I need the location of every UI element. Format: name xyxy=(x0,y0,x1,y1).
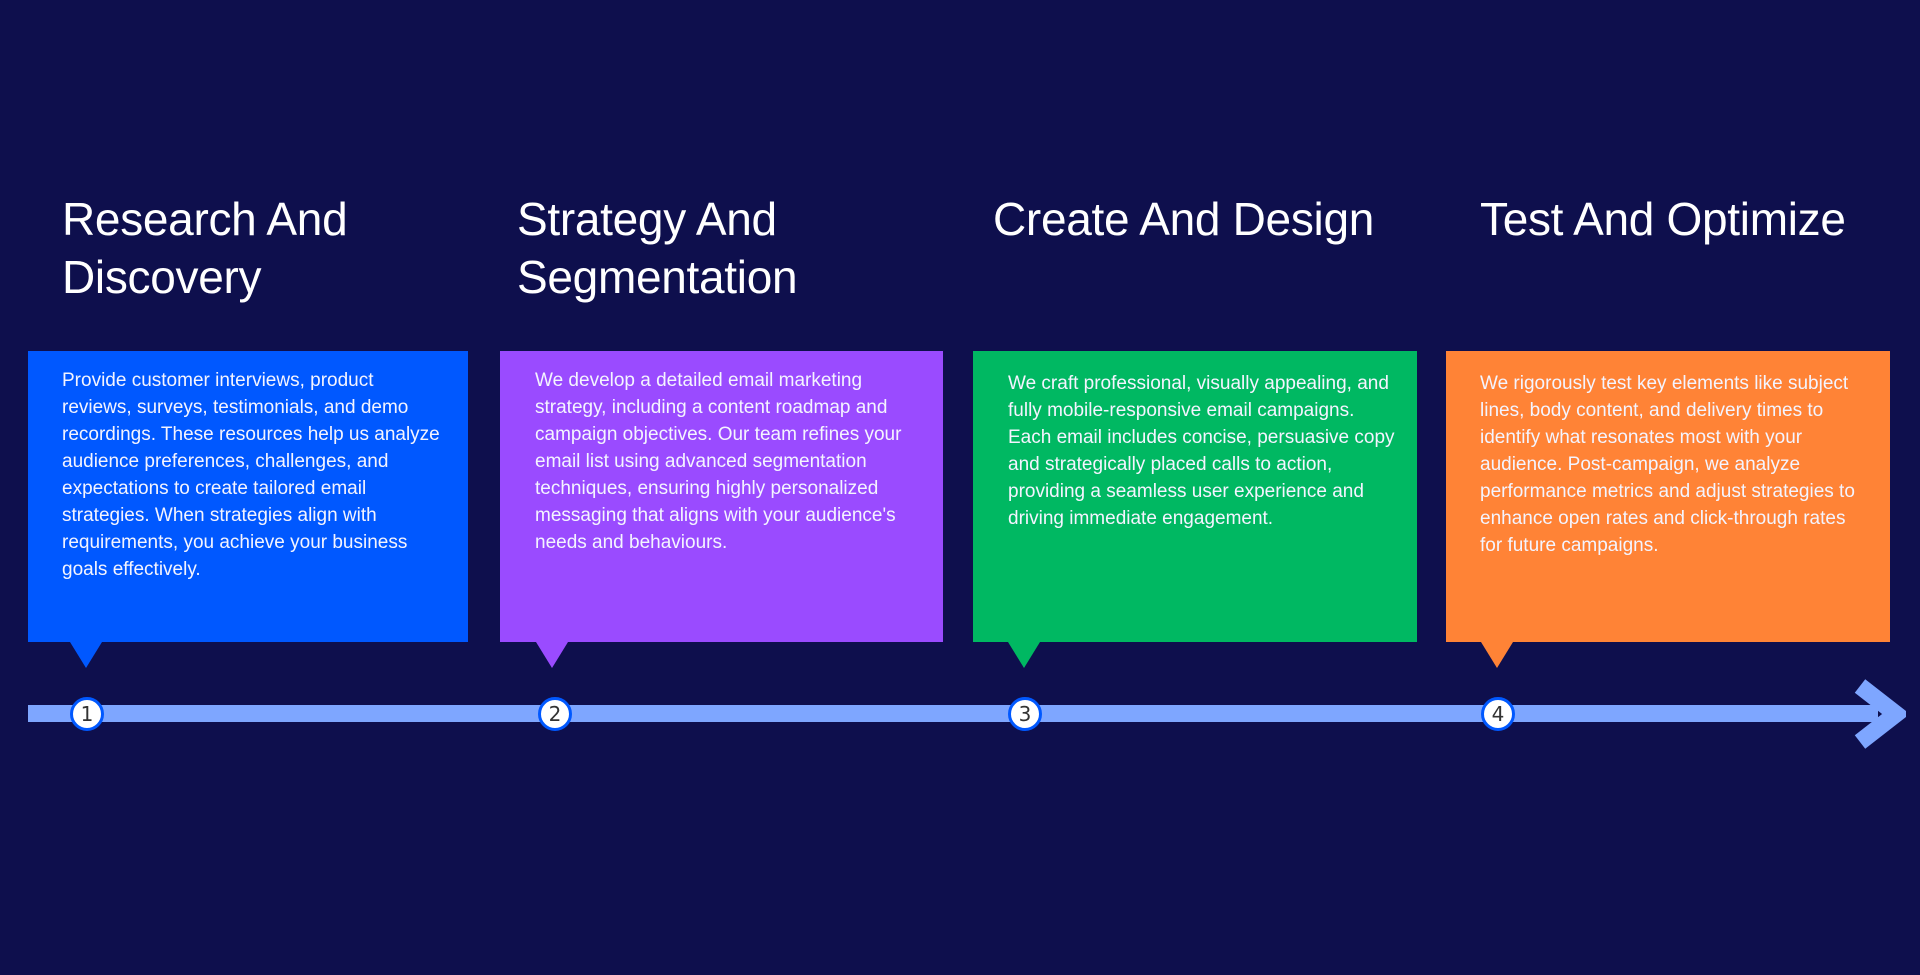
step-3-title: Create And Design xyxy=(993,193,1375,245)
step-1-description: Provide customer interviews, product rev… xyxy=(62,370,440,580)
step-2-description: We develop a detailed email marketing st… xyxy=(535,370,902,553)
step-4-marker: 4 xyxy=(1481,697,1515,731)
step-3-card-pointer xyxy=(1008,642,1040,668)
step-4-title: Test And Optimize xyxy=(1480,193,1846,245)
step-4-card: We rigorously test key elements like sub… xyxy=(1446,351,1890,642)
step-4-description: We rigorously test key elements like sub… xyxy=(1480,373,1855,556)
step-3-description: We craft professional, visually appealin… xyxy=(1008,373,1395,529)
step-2-card-pointer xyxy=(536,642,568,668)
step-3-card: We craft professional, visually appealin… xyxy=(973,351,1417,642)
step-1-card: Provide customer interviews, product rev… xyxy=(28,351,468,642)
step-3-marker: 3 xyxy=(1008,697,1042,731)
step-4-card-pointer xyxy=(1481,642,1513,668)
step-2-marker: 2 xyxy=(538,697,572,731)
step-1-card-pointer xyxy=(70,642,102,668)
arrow-right-icon xyxy=(1854,679,1906,749)
timeline-bar xyxy=(28,705,1878,722)
step-2-title: Strategy And Segmentation xyxy=(517,193,798,303)
step-1-marker: 1 xyxy=(70,697,104,731)
step-2-card: We develop a detailed email marketing st… xyxy=(500,351,943,642)
step-1-title: Research And Discovery xyxy=(62,193,348,303)
